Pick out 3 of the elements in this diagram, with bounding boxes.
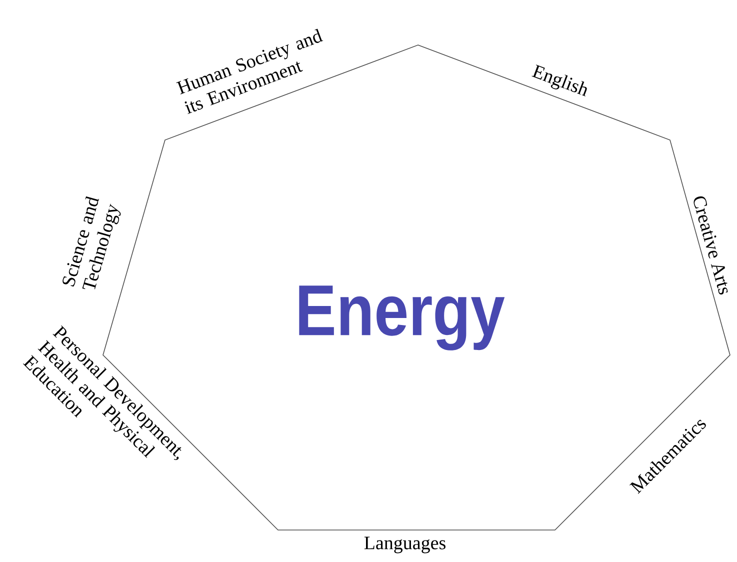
side-label: English xyxy=(532,64,587,96)
side-label: Creative Arts xyxy=(694,196,728,294)
side-label: Languages xyxy=(364,536,446,554)
